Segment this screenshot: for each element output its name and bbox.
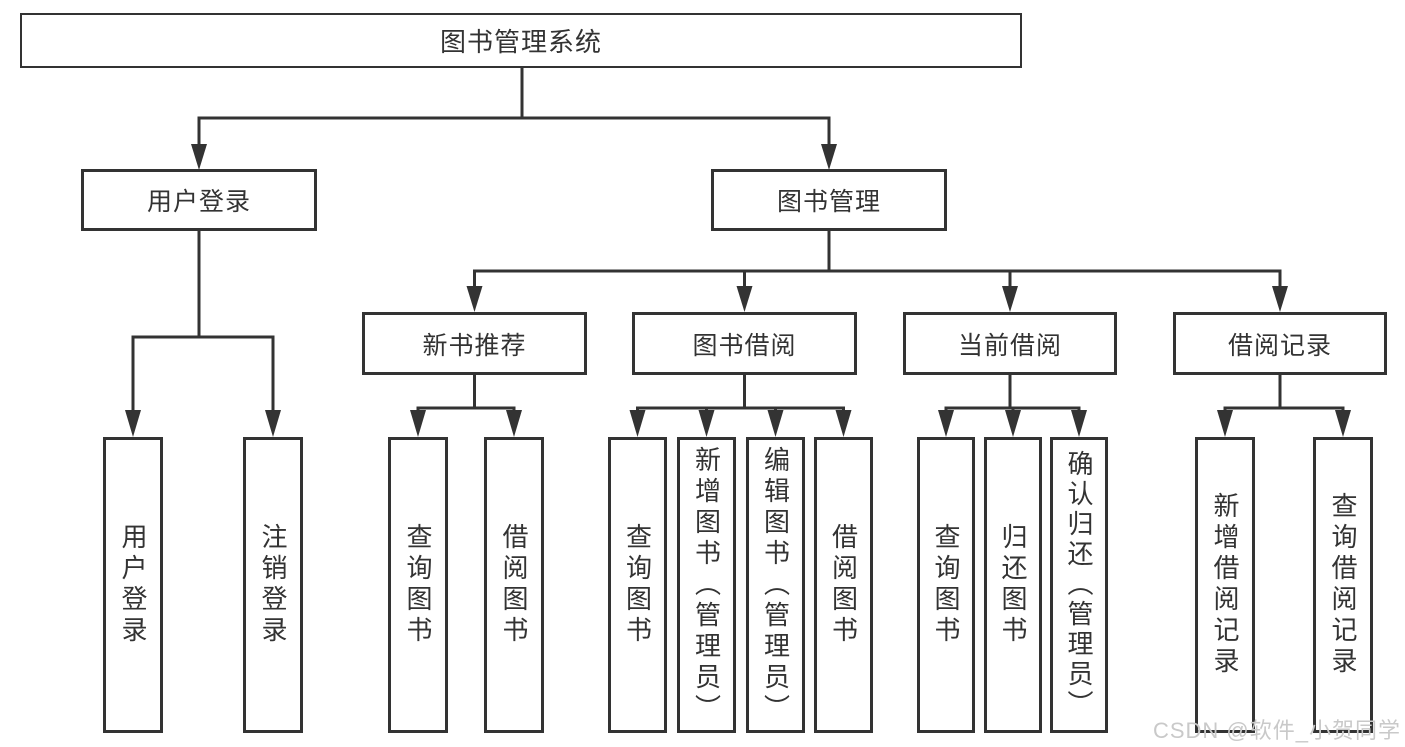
node-label: 新书推荐 [422, 331, 527, 360]
node-label: 图书管理 [776, 188, 881, 216]
node-label: 用户登录 [146, 188, 251, 216]
leaf-borrow-add-books-admin: 新增图书（管理员） [677, 437, 736, 733]
node-label: 查询图书 [931, 523, 961, 647]
leaf-current-query-books: 查询图书 [917, 437, 975, 733]
node-label: 查询图书 [622, 523, 653, 647]
node-label: 查询借阅记录 [1328, 492, 1358, 678]
node-label: 图书借阅 [692, 331, 797, 360]
node-label: 归还图书 [998, 523, 1028, 647]
node-book-borrowing: 图书借阅 [632, 312, 857, 375]
leaf-recommend-query-books: 查询图书 [388, 437, 448, 733]
node-new-book-recommendation: 新书推荐 [362, 312, 587, 375]
leaf-records-add-borrow-record: 新增借阅记录 [1195, 437, 1255, 733]
leaf-borrow-borrow-books: 借阅图书 [814, 437, 873, 733]
leaf-logout-login: 注销登录 [243, 437, 303, 733]
node-label: 新增借阅记录 [1210, 492, 1240, 678]
node-user-login: 用户登录 [81, 169, 317, 231]
leaf-current-return-books: 归还图书 [984, 437, 1042, 733]
node-label: 新增图书（管理员） [691, 445, 722, 725]
node-book-management: 图书管理 [711, 169, 947, 231]
leaf-current-confirm-return-admin: 确认归还（管理员） [1050, 437, 1108, 733]
node-label: 当前借阅 [957, 331, 1062, 360]
leaf-recommend-borrow-books: 借阅图书 [484, 437, 544, 733]
leaf-borrow-edit-books-admin: 编辑图书（管理员） [746, 437, 805, 733]
node-label: 借阅图书 [828, 523, 859, 647]
node-label: 编辑图书（管理员） [760, 445, 791, 725]
node-current-borrowing: 当前借阅 [903, 312, 1117, 375]
node-label: 借阅图书 [499, 523, 529, 647]
leaf-borrow-query-books: 查询图书 [608, 437, 667, 733]
leaf-user-login: 用户登录 [103, 437, 163, 733]
node-label: 用户登录 [118, 523, 148, 647]
node-label: 查询图书 [403, 523, 433, 647]
node-borrowing-records: 借阅记录 [1173, 312, 1387, 375]
leaf-records-query-borrow-record: 查询借阅记录 [1313, 437, 1373, 733]
node-root: 图书管理系统 [20, 13, 1022, 68]
node-label: 借阅记录 [1227, 331, 1332, 360]
node-label: 注销登录 [258, 523, 288, 647]
node-label: 确认归还（管理员） [1064, 450, 1094, 720]
node-label: 图书管理系统 [439, 27, 602, 57]
